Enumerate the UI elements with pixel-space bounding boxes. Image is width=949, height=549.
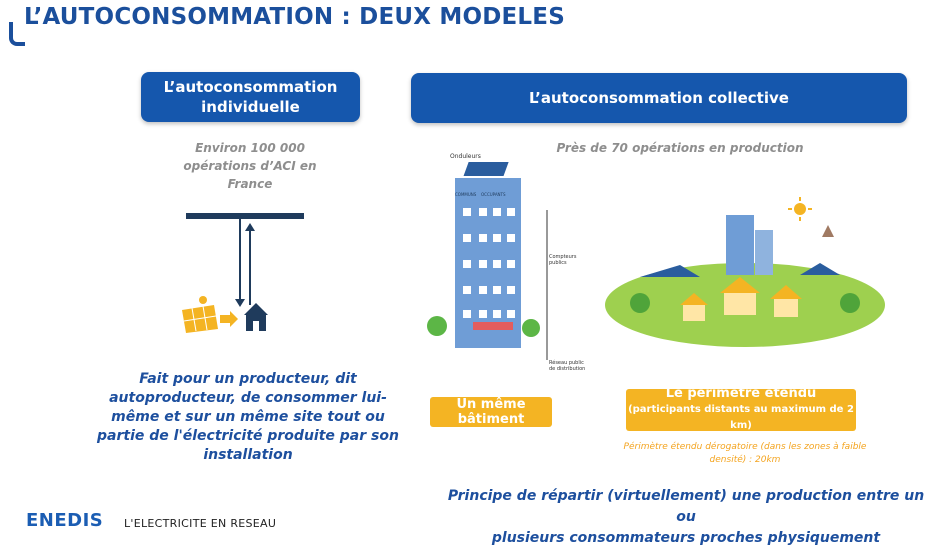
arrow-down-head xyxy=(235,299,245,307)
rooftop-solar-icon xyxy=(463,162,509,176)
network-label-2: de distribution xyxy=(549,366,585,372)
public-meters-label-2: publics xyxy=(549,260,567,266)
individual-desc-line1: Fait pour un producteur, dit xyxy=(139,371,357,387)
town-tree-right-icon xyxy=(840,293,860,313)
inverters-label: Onduleurs xyxy=(450,153,481,160)
occupants-label: OCCUPANTS xyxy=(481,192,506,197)
tag-perimeter-line2: (participants distants au maximum de 2 k… xyxy=(628,404,854,431)
collective-header: L’autoconsommation collective xyxy=(411,73,907,123)
title-bracket xyxy=(9,22,25,46)
tower-icon xyxy=(726,215,754,275)
town-illustration xyxy=(605,197,885,347)
building-illustration: Onduleurs COMMUNS OCCUPANTS Compteurs pu… xyxy=(427,153,585,372)
collective-description: Principe de répartir (virtuellement) une… xyxy=(436,486,936,549)
tag-same-building: Un même bâtiment xyxy=(430,397,552,427)
collective-desc-line1: Principe de répartir (virtuellement) une… xyxy=(447,488,925,525)
individual-desc-line4: partie de l'électricité produite par son xyxy=(97,428,399,444)
arrow-up-head xyxy=(245,223,255,231)
tree-left-icon xyxy=(427,316,447,336)
arrow-right-icon xyxy=(220,311,238,327)
footer-tagline: L'ELECTRICITE EN RESEAU xyxy=(124,517,277,530)
slide-title: L’AUTOCONSOMMATION : DEUX MODELES xyxy=(24,4,565,30)
shop-awning xyxy=(473,322,513,330)
tag-perimeter-line1: Le périmètre étendu xyxy=(665,386,817,401)
public-meters-label-1: Compteurs xyxy=(549,254,577,260)
individual-count-note: Environ 100 000 opérations d’ACI en Fran… xyxy=(165,139,335,193)
solar-panel-icon xyxy=(182,296,218,333)
tower-small-icon xyxy=(755,230,773,275)
solar-roof-icon xyxy=(640,265,700,277)
individual-count-line1: Environ 100 000 xyxy=(195,141,305,155)
individual-header: L’autoconsommation individuelle xyxy=(141,72,360,122)
individual-desc-line2: autoproducteur, de consommer lui- xyxy=(109,390,387,406)
individual-count-line2: opérations d’ACI en xyxy=(183,159,317,173)
common-label: COMMUNS xyxy=(455,192,477,197)
tag-extended-perimeter: Le périmètre étendu (participants distan… xyxy=(626,386,856,431)
network-label-1: Réseau public xyxy=(549,359,584,366)
tree-right-icon xyxy=(522,319,540,337)
perimeter-derogation-note: Périmètre étendu dérogatoire (dans les z… xyxy=(606,441,884,467)
individual-desc-line5: installation xyxy=(203,447,293,463)
grid-line xyxy=(186,213,304,219)
individual-illustration xyxy=(182,213,304,333)
sun-icon xyxy=(788,197,812,221)
perimeter-note-line1: Périmètre étendu dérogatoire (dans les z… xyxy=(623,442,867,452)
town-tree-icon xyxy=(630,293,650,313)
house-icons xyxy=(680,277,802,321)
house-icon xyxy=(244,303,268,331)
perimeter-note-line2: densité) : 20km xyxy=(709,455,781,465)
collective-title: L’autoconsommation collective xyxy=(529,89,789,107)
individual-desc-line3: même et sur un même site tout ou xyxy=(111,409,385,425)
individual-title-line2: individuelle xyxy=(201,98,300,116)
church-spire-icon xyxy=(822,225,834,237)
individual-title-line1: L’autoconsommation xyxy=(163,78,338,96)
individual-count-line3: France xyxy=(227,177,273,191)
individual-description: Fait pour un producteur, dit autoproduct… xyxy=(68,370,428,465)
solar-roof-right-icon xyxy=(800,263,840,275)
building-windows xyxy=(463,208,515,318)
collective-count-note: Près de 70 opérations en production xyxy=(556,141,804,155)
enedis-logo: ENEDIS xyxy=(26,510,104,531)
